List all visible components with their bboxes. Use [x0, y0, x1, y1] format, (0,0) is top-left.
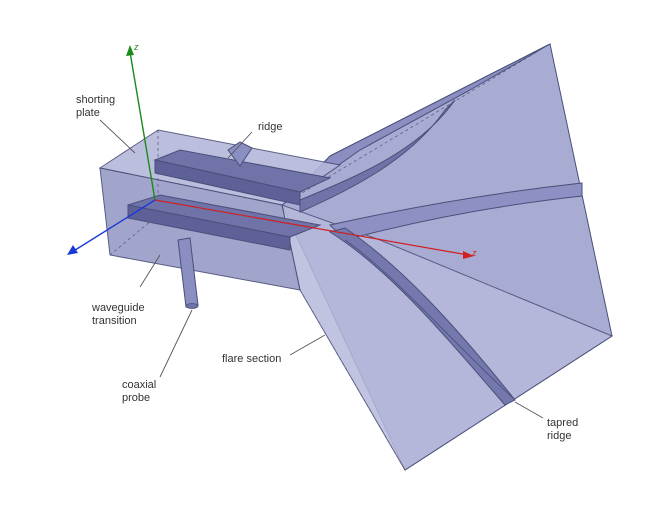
label-coaxial-2: probe [122, 392, 150, 404]
label-shorting-plate-1: shorting [76, 94, 115, 106]
axis-vertical [129, 51, 156, 201]
leader-flare [289, 334, 326, 356]
label-tapred-2: ridge [547, 430, 571, 442]
top-ridge-tab [227, 141, 253, 167]
leader-shorting-plate [99, 119, 136, 154]
label-ridge: ridge [258, 121, 282, 133]
tapered-ridges [299, 99, 583, 406]
label-coaxial-1: coaxial [122, 379, 156, 391]
label-waveguide-2: transition [92, 315, 137, 327]
coaxial-probe [177, 237, 199, 309]
axis-red [154, 199, 469, 256]
label-flare-section: flare section [222, 353, 281, 365]
leader-ridge [227, 131, 253, 159]
leader-tapred [514, 401, 544, 419]
axis-vertical-label: z [133, 42, 139, 52]
axis-blue [71, 199, 156, 253]
axis-red-label: z [471, 248, 477, 258]
leader-coaxial [159, 309, 193, 378]
label-waveguide-1: waveguide [91, 302, 145, 314]
label-shorting-plate-2: plate [76, 107, 100, 119]
leader-lines [99, 119, 544, 419]
upper-tapered-ridge [299, 99, 456, 213]
waveguide-ridges [127, 141, 332, 251]
leader-waveguide [139, 254, 161, 288]
axes: z z [67, 42, 477, 259]
right-tapered-ridge [329, 182, 583, 241]
callout-labels: shorting plate ridge waveguide transitio… [76, 94, 578, 442]
label-tapred-1: tapred [547, 417, 578, 429]
